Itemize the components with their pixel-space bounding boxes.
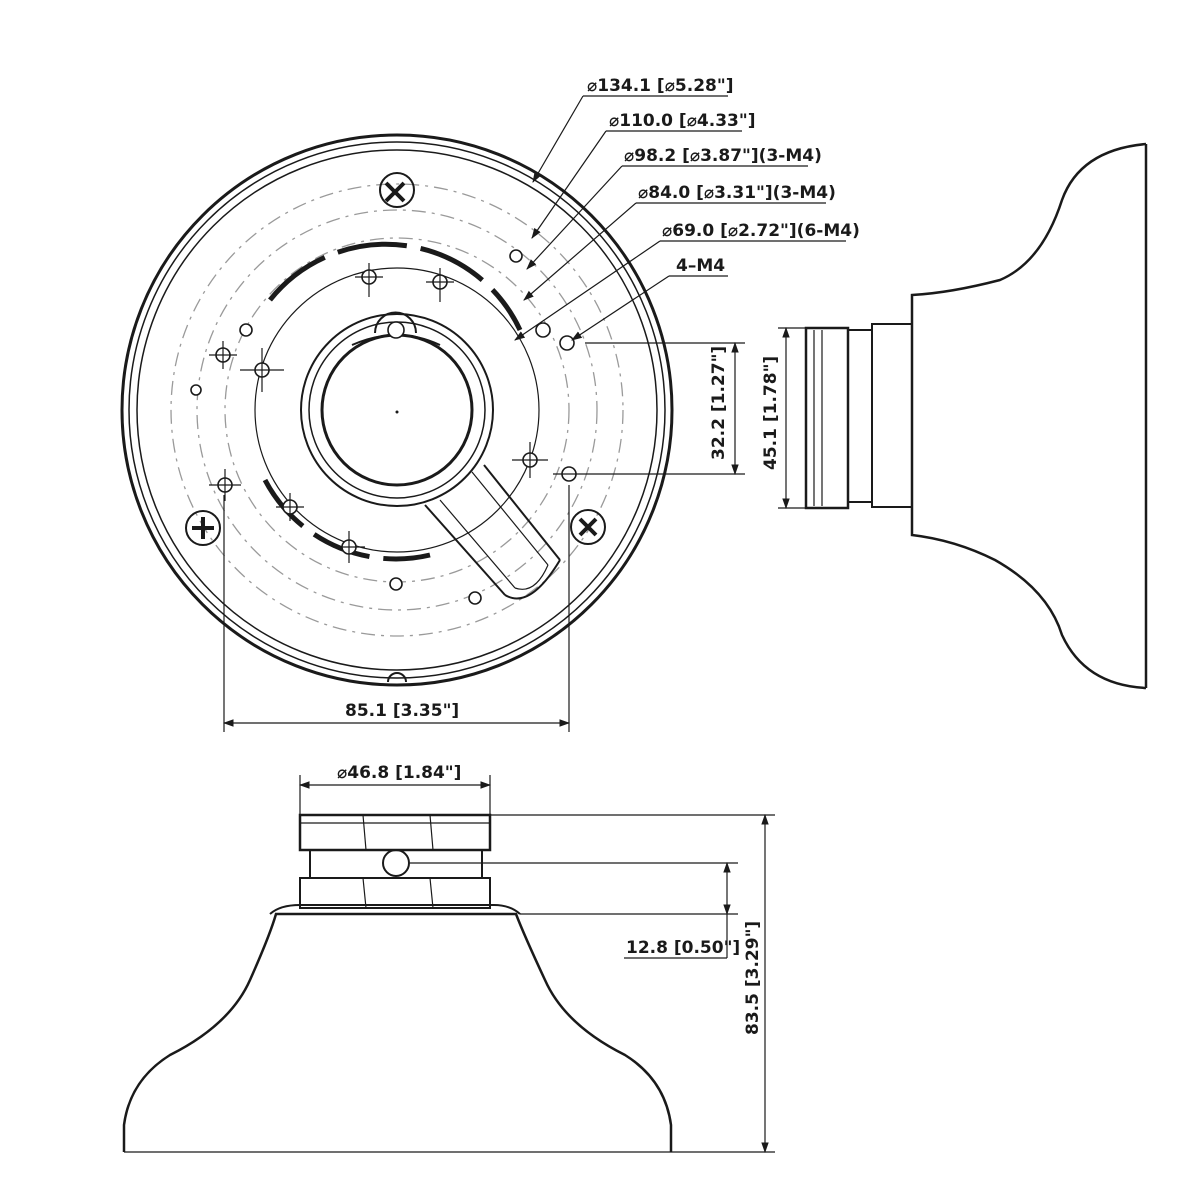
bolt-circle-110 [170, 183, 624, 637]
dim-46: ⌀46.8 [1.84"] [298, 763, 492, 815]
callout-dia-69: ⌀69.0 [⌀2.72"](6-M4) [662, 221, 860, 241]
front-base-flange [269, 904, 521, 915]
outer-ring-inner [128, 141, 666, 679]
dim-45: 45.1 [1.78"] [761, 326, 806, 510]
inner-rim-arc-lower [262, 478, 431, 562]
outer-ring [120, 133, 674, 687]
dim-83-label: 83.5 [3.29"] [743, 921, 763, 1035]
dim-32-label: 32.2 [1.27"] [709, 346, 729, 460]
front-lower-collar [299, 877, 491, 909]
bottom-notch [387, 672, 407, 683]
central-bore-outer [300, 313, 494, 507]
center-point [395, 410, 399, 414]
side-neck [871, 323, 913, 508]
dim-85-label: 85.1 [3.35"] [345, 701, 459, 721]
inner-rim-thin [254, 267, 540, 553]
screw-left [185, 510, 221, 546]
lug-hole [387, 321, 405, 339]
central-bore-mid [308, 321, 486, 499]
side-profile [910, 142, 1148, 690]
inner-rim-arc [268, 241, 523, 332]
dim-83: 83.5 [3.29"] [490, 813, 775, 1154]
front-neck [309, 849, 483, 879]
dim-85: 85.1 [3.35"] [222, 485, 571, 732]
side-collar [847, 329, 873, 503]
dim-32: 32.2 [1.27"] [585, 341, 745, 476]
callout-dia-134: ⌀134.1 [⌀5.28"] [587, 76, 734, 96]
dim-12-label: 12.8 [0.50"] [626, 938, 740, 958]
dim-46-label: ⌀46.8 [1.84"] [337, 763, 461, 783]
leader-lines [514, 95, 846, 341]
screw-top [379, 172, 415, 208]
dim-12: 12.8 [0.50"] [410, 861, 740, 959]
mount-holes [190, 249, 585, 605]
front-view: ⌀46.8 [1.84"] 12.8 [0.50"] 83.5 [3.29"] [122, 763, 775, 1154]
callout-dia-110: ⌀110.0 [⌀4.33"] [609, 111, 756, 131]
central-bore-inner [320, 333, 474, 487]
front-cap [298, 813, 492, 852]
flange-ring [136, 149, 658, 671]
screw-right [570, 509, 606, 545]
side-cap [804, 326, 850, 510]
dim-45-label: 45.1 [1.78"] [761, 356, 781, 470]
side-view: 45.1 [1.78"] [761, 142, 1148, 690]
front-side-hole [382, 849, 410, 877]
cable-channel [424, 464, 561, 600]
callout-dia-98: ⌀98.2 [⌀3.87"](3-M4) [624, 146, 822, 166]
callout-dia-84: ⌀84.0 [⌀3.31"](3-M4) [638, 183, 836, 203]
bolt-circle-98 [196, 209, 598, 611]
callout-4m4: 4–M4 [676, 256, 725, 276]
top-view: ⌀134.1 [⌀5.28"] ⌀110.0 [⌀4.33"] ⌀98.2 [⌀… [120, 76, 860, 732]
front-profile [122, 912, 673, 1152]
